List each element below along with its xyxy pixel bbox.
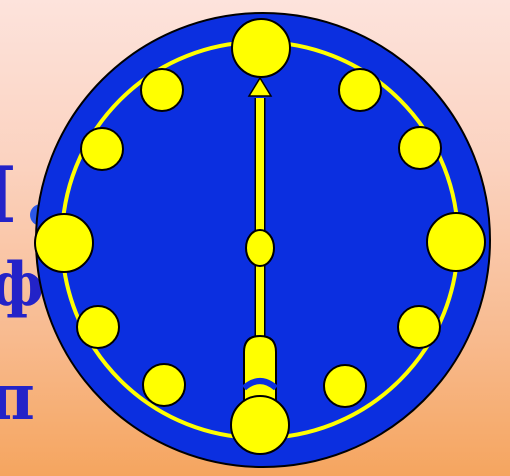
hour-marker-6 xyxy=(231,396,289,454)
hour-marker-8 xyxy=(77,306,119,348)
hour-marker-11 xyxy=(141,69,183,111)
hour-hand xyxy=(244,336,276,400)
hour-marker-7 xyxy=(143,364,185,406)
hour-marker-12 xyxy=(232,19,290,77)
hour-marker-10 xyxy=(81,128,123,170)
hour-marker-2 xyxy=(399,127,441,169)
hour-marker-4 xyxy=(398,306,440,348)
hour-marker-3 xyxy=(427,213,485,271)
hour-marker-5 xyxy=(324,365,366,407)
hour-marker-1 xyxy=(339,69,381,111)
clock-center xyxy=(246,230,274,266)
hour-marker-9 xyxy=(35,214,93,272)
